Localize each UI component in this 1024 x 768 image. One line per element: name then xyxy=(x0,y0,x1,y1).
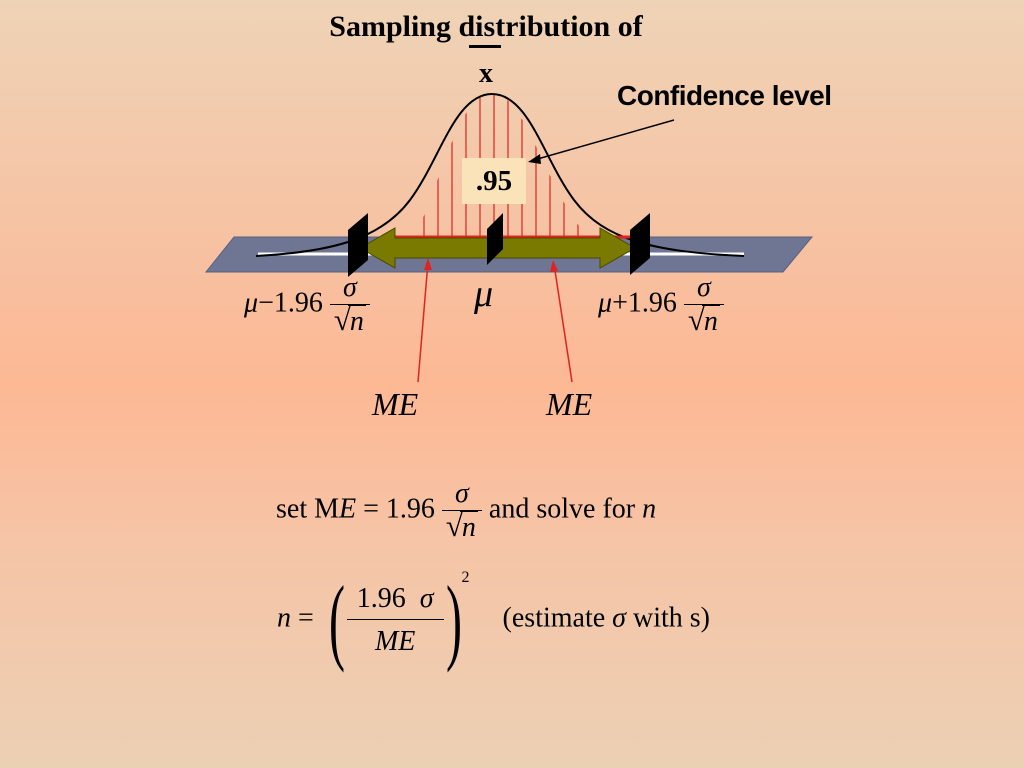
f2-sigma: σ xyxy=(419,582,434,614)
lower-op: − xyxy=(258,287,274,319)
lower-sqrt: √n xyxy=(333,303,366,337)
callout-line xyxy=(533,119,675,161)
f2-num: 1.96 σ xyxy=(347,583,444,619)
me-left-label: ME xyxy=(372,386,419,422)
mu-symbol: μ xyxy=(474,273,494,315)
upper-mu: μ xyxy=(598,287,613,319)
lower-z: 1.96 xyxy=(273,287,323,319)
f2-fraction: 1.96 σ ME xyxy=(346,583,444,658)
f2-note-sigma: σ xyxy=(612,602,626,634)
xbar-symbol: x xyxy=(479,58,493,89)
callout-arrowhead xyxy=(528,154,541,164)
me-right-pointer xyxy=(553,263,573,383)
upper-op: + xyxy=(612,287,628,319)
me-left-arrowhead xyxy=(424,258,432,270)
f1-den: √n xyxy=(441,509,482,544)
upper-bound-formula: μ+1.96 σ √n xyxy=(598,272,724,338)
lower-fraction: σ √n xyxy=(329,272,370,338)
f2-den: ME xyxy=(346,618,444,658)
sample-size-formula: n = ( 1.96 σ ME )2 (estimate σ with s) xyxy=(277,566,710,673)
lower-sigma: σ xyxy=(342,272,357,303)
right-bound-marker xyxy=(630,213,650,275)
f2-right-paren: ) xyxy=(445,566,462,673)
confidence-value: .95 xyxy=(462,158,526,204)
f1-n: n xyxy=(459,511,478,543)
normal-curve xyxy=(255,92,745,257)
f1-fraction: σ √n xyxy=(441,478,482,544)
upper-fraction: σ √n xyxy=(683,272,724,338)
lower-den: √n xyxy=(329,303,370,338)
upper-sigma: σ xyxy=(696,272,711,303)
f1-eq: = 1.96 xyxy=(356,493,435,525)
me-right-label: ME xyxy=(546,386,593,422)
center-marker xyxy=(487,213,503,265)
xbar-overline xyxy=(469,45,501,48)
left-bound-marker xyxy=(348,213,368,277)
f1-sigma: σ xyxy=(455,478,469,509)
f2-note-pre: (estimate xyxy=(502,602,613,634)
upper-sqrt: √n xyxy=(687,303,720,337)
f1-nvar: n xyxy=(642,493,657,525)
confidence-level-label: Confidence level xyxy=(617,80,832,111)
chart-title: Sampling distribution of xyxy=(329,10,643,43)
f2-n: n xyxy=(277,602,291,634)
f1-pre: set M xyxy=(276,493,339,525)
upper-n: n xyxy=(701,305,720,337)
me-left-pointer xyxy=(417,261,429,383)
set-me-formula: set ME = 1.96 σ √n and solve for n xyxy=(276,478,656,544)
upper-z: 1.96 xyxy=(627,287,677,319)
f2-left-paren: ( xyxy=(328,566,345,673)
f2-z: 1.96 xyxy=(356,582,406,614)
lower-mu: μ xyxy=(244,287,259,319)
f1-post: and solve for xyxy=(481,493,643,525)
f2-note-post: with s) xyxy=(625,602,710,634)
lower-n: n xyxy=(347,305,366,337)
f2-exponent: 2 xyxy=(461,569,470,587)
f1-E: E xyxy=(339,493,357,525)
f2-eq: = xyxy=(291,602,321,634)
upper-den: √n xyxy=(683,303,724,338)
me-right-arrowhead xyxy=(550,260,558,272)
f1-sqrt: √n xyxy=(445,509,478,543)
lower-bound-formula: μ−1.96 σ √n xyxy=(244,272,370,338)
